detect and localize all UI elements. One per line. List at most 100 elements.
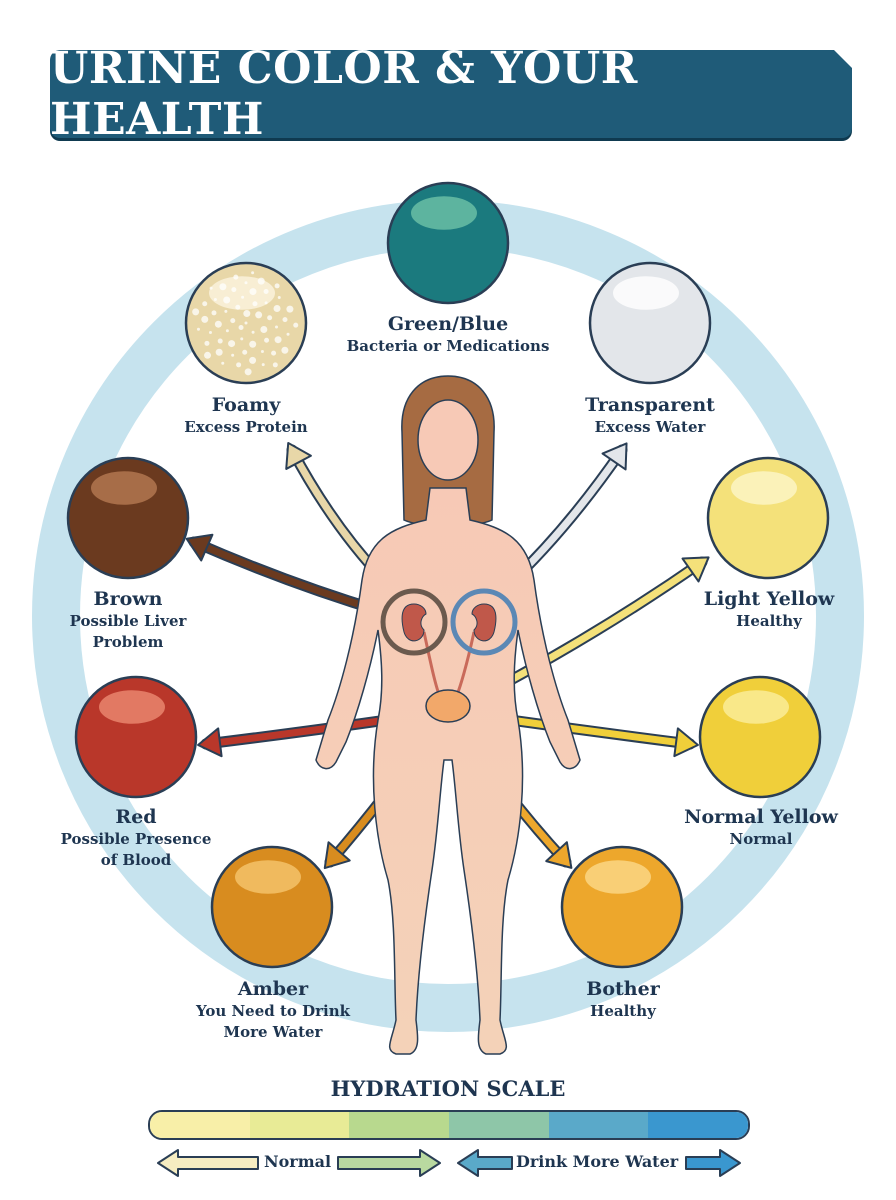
foam-bubble <box>255 311 263 319</box>
foam-bubble <box>219 283 227 291</box>
foam-bubble <box>242 349 248 355</box>
normal-label: Normal <box>264 1152 332 1171</box>
foam-bubble <box>209 286 213 290</box>
label-name: Normal Yellow <box>684 806 838 828</box>
hydration-arrows <box>157 1149 741 1177</box>
foam-bubble <box>231 287 237 293</box>
kidney-right-ring <box>450 588 518 656</box>
sphere-normal-yellow <box>698 675 822 799</box>
sphere-light-yellow <box>706 456 830 580</box>
foam-bubble <box>231 353 235 357</box>
scale-segment-4 <box>449 1112 549 1138</box>
label-name: Bother <box>586 978 660 1000</box>
label-desc: Healthy <box>736 612 802 630</box>
scale-segment-3 <box>349 1112 450 1138</box>
foam-bubble <box>223 296 231 304</box>
sphere-highlight <box>613 276 679 310</box>
foam-bubble <box>271 350 277 356</box>
kidney-left-ring <box>380 588 448 656</box>
foam-bubble <box>251 330 255 334</box>
foam-bubble <box>202 301 208 307</box>
foam-bubble <box>233 274 239 280</box>
foam-bubble <box>286 305 294 313</box>
kidney-left-icon <box>401 603 427 642</box>
foam-bubble <box>263 288 269 294</box>
arrowhead-foamy-icon <box>285 441 312 470</box>
sphere-green-blue <box>386 181 510 305</box>
arrowhead-red-icon <box>197 727 223 758</box>
foam-bubble <box>274 336 282 344</box>
sphere-brown <box>66 456 190 580</box>
foam-bubble <box>192 308 200 316</box>
arrowhead-bother-icon <box>545 841 573 869</box>
label-name: Amber <box>237 978 309 1000</box>
page-title: URINE COLOR & YOUR HEALTH <box>50 43 638 145</box>
arrowhead-light-yellow-icon <box>681 556 710 583</box>
foam-bubble <box>264 337 270 343</box>
normal-arrow-right-icon <box>337 1149 441 1177</box>
foam-bubble <box>277 295 281 299</box>
foam-bubble <box>244 368 252 376</box>
water-arrow-left-icon <box>457 1149 513 1177</box>
sphere-highlight <box>723 690 789 724</box>
foam-bubble <box>244 321 248 325</box>
title-banner: URINE COLOR & YOUR HEALTH <box>50 43 854 145</box>
sphere-amber <box>210 845 334 969</box>
foam-bubble <box>243 310 251 318</box>
label-bother: Bother Healthy <box>523 978 723 1022</box>
spheres-layer <box>66 181 830 969</box>
foam-bubble <box>267 315 273 321</box>
foam-bubble <box>249 356 257 364</box>
foam-bubble <box>214 320 222 328</box>
face <box>417 399 479 481</box>
foam-bubble <box>273 305 281 313</box>
label-name: Green/Blue <box>387 313 509 335</box>
sphere-highlight <box>585 860 651 894</box>
scale-segment-2 <box>249 1112 350 1138</box>
label-green-blue: Green/Blue Bacteria or Medications <box>318 313 578 357</box>
kidney-right-icon <box>471 603 497 642</box>
label-name: Light Yellow <box>703 588 835 610</box>
foam-bubble <box>204 340 210 346</box>
sphere-highlight <box>731 471 797 505</box>
label-light-yellow: Light Yellow Healthy <box>669 588 869 632</box>
label-desc: Normal <box>729 830 793 848</box>
label-transparent: Transparent Excess Water <box>550 394 750 438</box>
foam-bubble <box>213 298 217 302</box>
label-red: Red Possible Presence of Blood <box>36 806 236 871</box>
foam-bubble <box>211 310 217 316</box>
foam-bubble <box>249 340 257 348</box>
hydration-scale-title: HYDRATION SCALE <box>330 1076 566 1101</box>
foam-bubble <box>228 340 236 348</box>
scale-segment-6 <box>648 1112 748 1138</box>
label-name: Red <box>115 806 157 828</box>
arrowhead-brown-icon <box>185 533 214 562</box>
label-amber: Amber You Need to Drink More Water <box>168 978 378 1043</box>
foam-bubble <box>225 329 229 333</box>
foam-bubble <box>196 327 200 331</box>
label-desc: Excess Protein <box>184 418 308 436</box>
label-desc: You Need to Drink More Water <box>195 1002 351 1041</box>
water-arrow-right-icon <box>685 1149 741 1177</box>
sphere-highlight <box>235 860 301 894</box>
foam-bubble <box>251 271 255 275</box>
foam-bubble <box>230 318 236 324</box>
foam-bubble <box>204 351 212 359</box>
body-silhouette <box>315 487 581 1055</box>
label-foamy: Foamy Excess Protein <box>146 394 346 438</box>
sphere-red <box>74 675 198 799</box>
label-desc: Healthy <box>590 1002 656 1020</box>
foam-bubble <box>249 288 257 296</box>
foam-bubble <box>236 362 242 368</box>
sphere-transparent <box>588 261 712 385</box>
foam-bubble <box>201 315 209 323</box>
foam-bubble <box>217 338 223 344</box>
label-name: Brown <box>93 588 163 610</box>
foam-bubble <box>208 331 212 335</box>
foam-bubble <box>260 325 268 333</box>
label-desc: Possible Presence of Blood <box>60 830 212 869</box>
drink-more-water-label: Drink More Water <box>516 1152 679 1171</box>
label-desc: Bacteria or Medications <box>346 337 550 355</box>
foam-bubble <box>293 322 299 328</box>
